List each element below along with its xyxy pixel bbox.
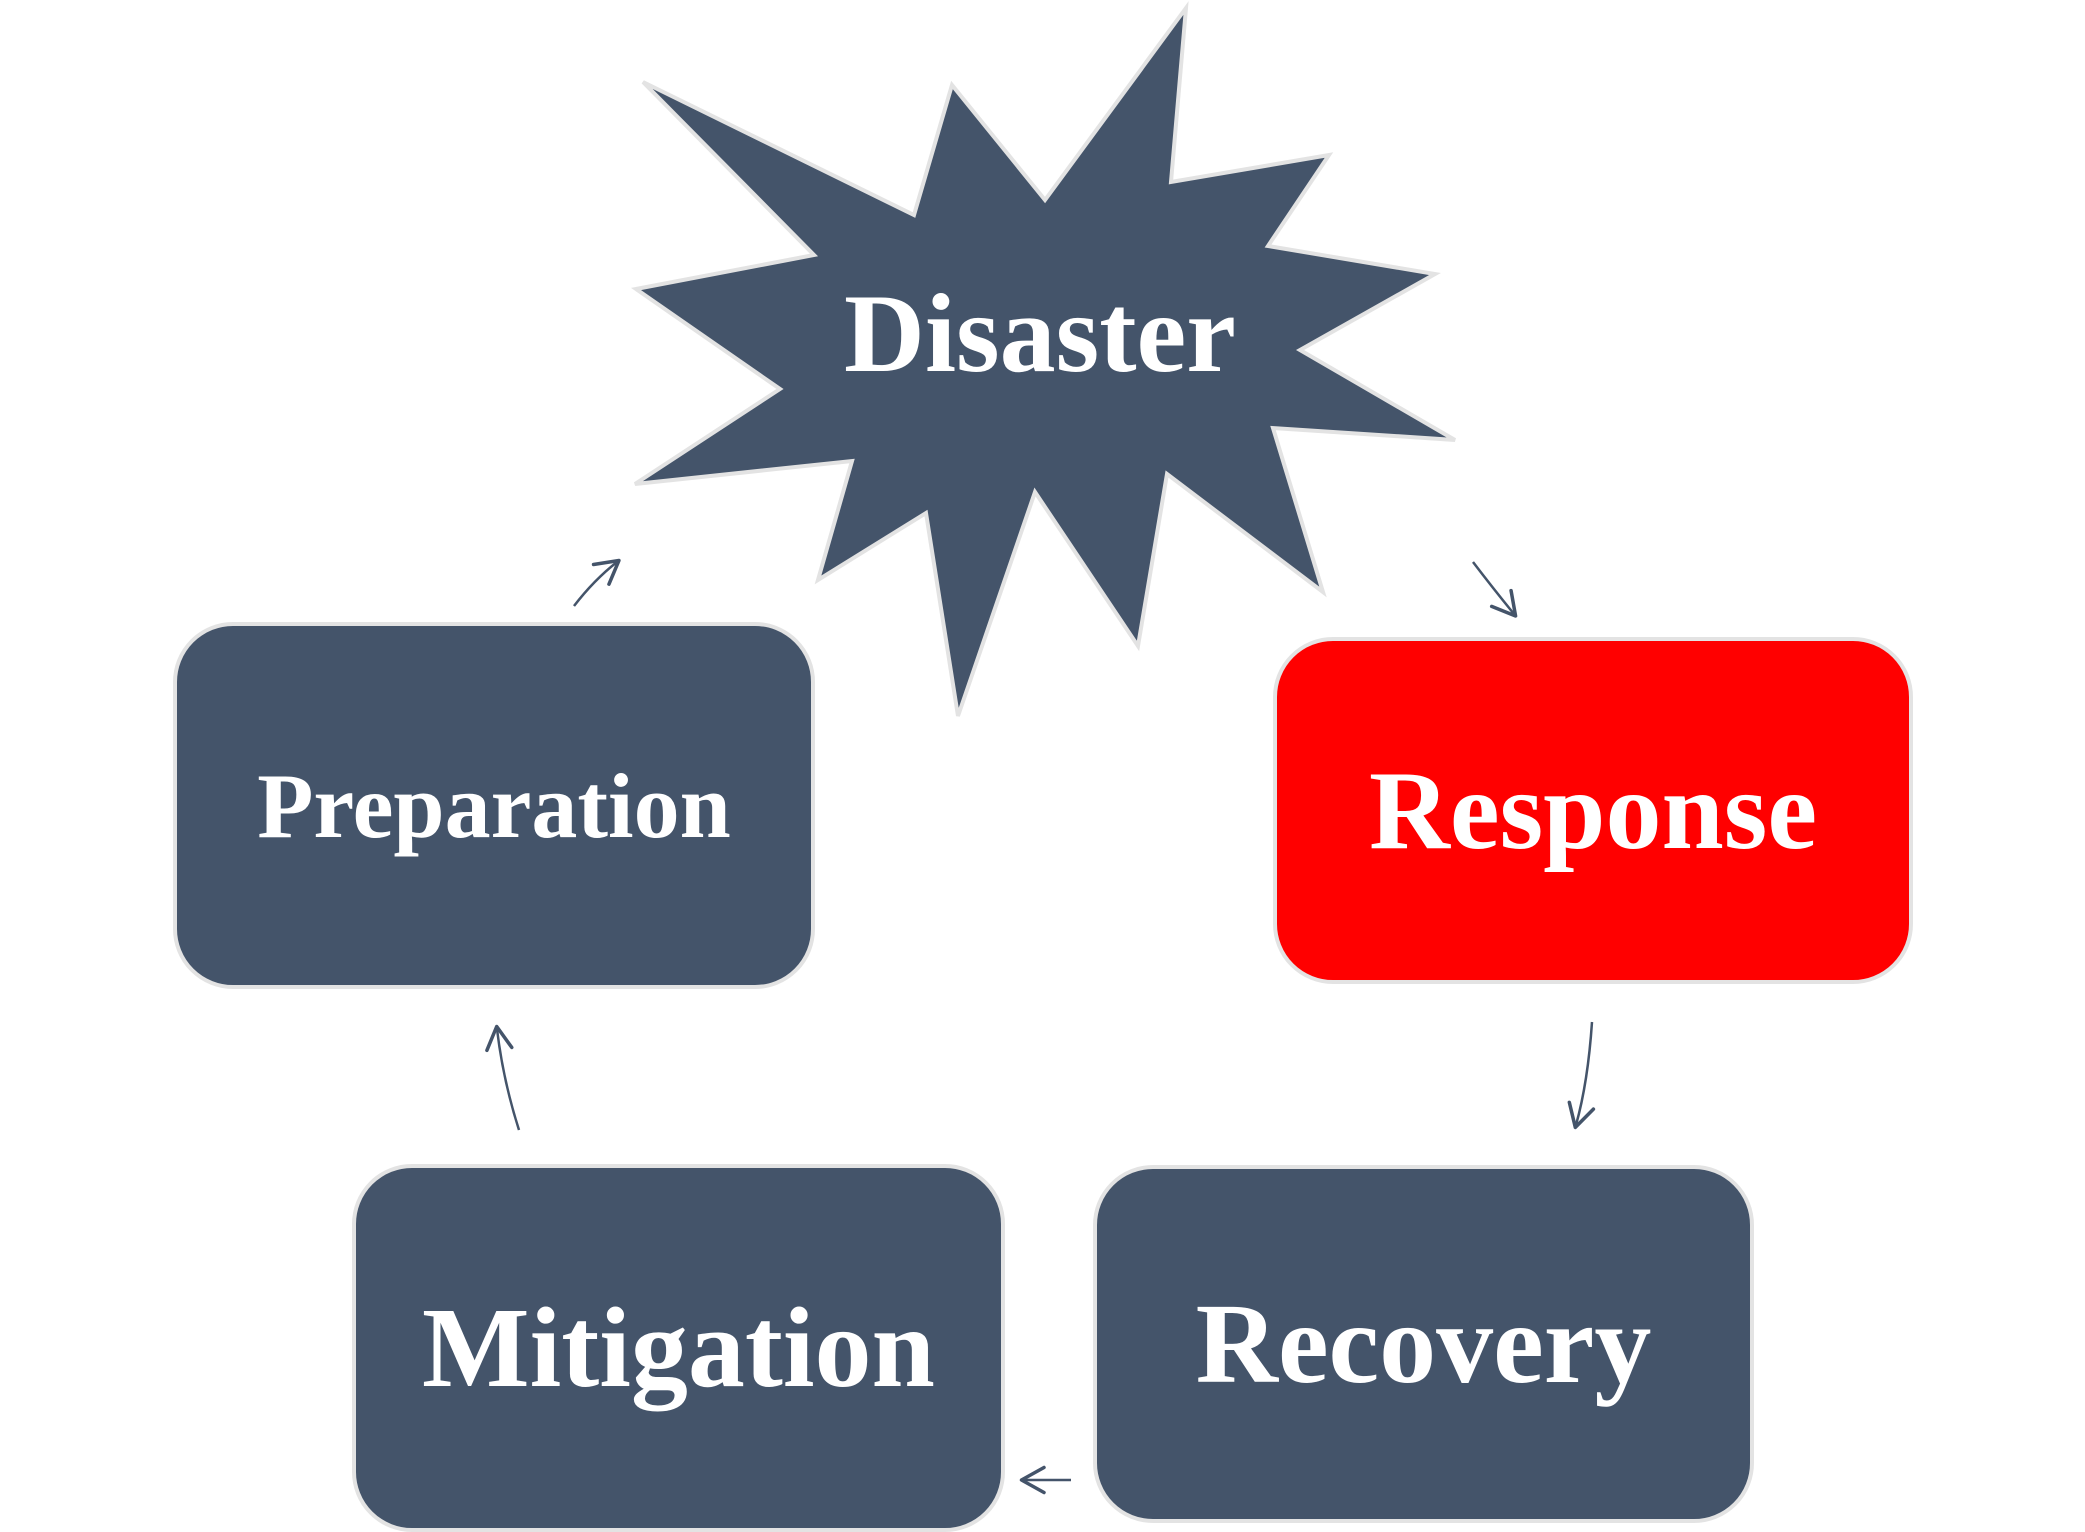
response-label: Response [1368, 748, 1818, 873]
preparation-node: Preparation [173, 622, 815, 989]
preparation-label: Preparation [257, 754, 731, 857]
recovery-node: Recovery [1093, 1165, 1754, 1523]
disaster-starburst [630, 1, 1457, 717]
arrow-preparation-to-disaster [573, 558, 621, 607]
response-node: Response [1273, 637, 1913, 984]
arrow-response-to-recovery [1567, 1021, 1596, 1130]
mitigation-label: Mitigation [422, 1284, 935, 1411]
disaster-label: Disaster [844, 272, 1236, 396]
recovery-label: Recovery [1195, 1280, 1652, 1407]
mitigation-node: Mitigation [352, 1164, 1005, 1532]
arrow-disaster-to-response [1472, 561, 1518, 618]
arrow-mitigation-to-preparation [485, 1024, 521, 1131]
